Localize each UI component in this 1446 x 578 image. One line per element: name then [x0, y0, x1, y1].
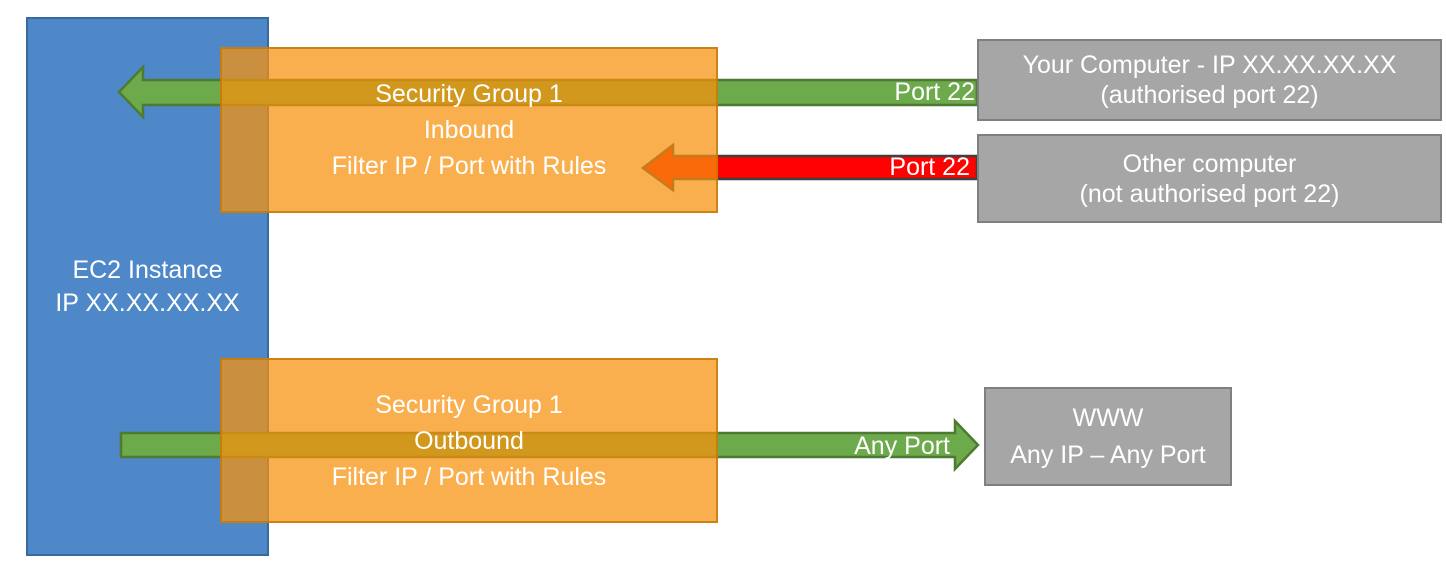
www-note: Any IP – Any Port [1010, 440, 1206, 469]
ec2-instance-title: EC2 Instance [72, 255, 223, 284]
outbound-sg-description: Filter IP / Port with Rules [331, 462, 607, 491]
ec2-instance-ip: IP XX.XX.XX.XX [55, 288, 240, 317]
outbound-sg-title: Security Group 1 [375, 390, 563, 419]
inbound-sg-title: Security Group 1 [375, 80, 563, 108]
inbound-sg-description: Filter IP / Port with Rules [331, 152, 607, 180]
other-computer-note: (not authorised port 22) [1079, 179, 1340, 208]
security-group-inbound-box: Security Group 1 Inbound Filter IP / Por… [220, 47, 718, 213]
security-group-outbound-box: Security Group 1 Outbound Filter IP / Po… [220, 358, 718, 523]
outbound-sg-direction: Outbound [414, 426, 524, 455]
www-box: WWW Any IP – Any Port [984, 387, 1232, 486]
inbound-sg-direction: Inbound [423, 116, 515, 144]
www-title: WWW [1072, 403, 1144, 432]
outbound-port-label: Any Port [854, 432, 950, 460]
your-computer-box: Your Computer - IP XX.XX.XX.XX (authoris… [977, 39, 1442, 121]
other-computer-title: Other computer [1122, 149, 1297, 178]
other-computer-box: Other computer (not authorised port 22) [977, 134, 1442, 223]
your-computer-title: Your Computer - IP XX.XX.XX.XX [1022, 51, 1397, 79]
inbound-blocked-port-label: Port 22 [889, 153, 970, 181]
your-computer-note: (authorised port 22) [1100, 81, 1319, 109]
inbound-allowed-port-label: Port 22 [894, 78, 975, 106]
